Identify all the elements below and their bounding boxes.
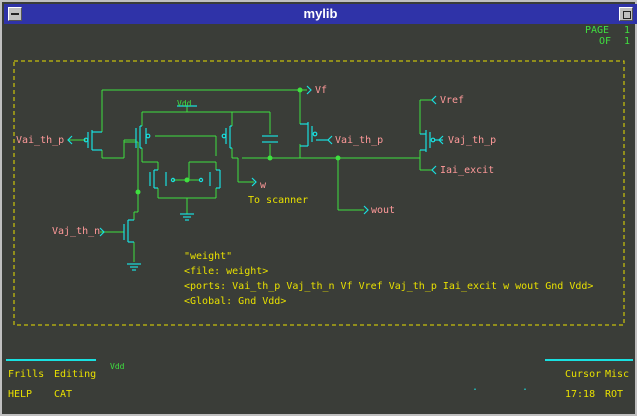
palette-vdd-label[interactable]: Vdd — [110, 362, 125, 371]
menu-frills[interactable]: Frills — [8, 369, 45, 380]
palette-dot-1[interactable]: . — [472, 382, 479, 393]
menu-cursor[interactable]: Cursor — [565, 369, 602, 380]
sheet-frame — [13, 60, 625, 326]
pin-vai-th-p-left[interactable]: Vai_th_p — [16, 135, 65, 146]
of-label: OF — [599, 36, 612, 47]
footer-divider-right — [545, 359, 633, 361]
window-title: mylib — [303, 6, 338, 21]
components — [67, 85, 444, 271]
title-bar[interactable]: mylib — [4, 4, 637, 24]
menu-misc[interactable]: Misc — [605, 369, 630, 380]
schematic-canvas[interactable] — [4, 24, 637, 360]
pin-vf[interactable]: Vf — [315, 85, 328, 96]
menu-editing[interactable]: Editing — [54, 369, 97, 380]
cell-name-note: "weight" — [184, 251, 233, 262]
page-number: 1 — [624, 25, 631, 36]
palette-dot-2[interactable]: . — [522, 382, 529, 393]
pin-vaj-th-n[interactable]: Vaj_th_n — [52, 226, 101, 237]
global-note: <Global: Gnd Vdd> — [184, 296, 287, 307]
pin-vref[interactable]: Vref — [440, 95, 465, 106]
file-note: <file: weight> — [184, 266, 269, 277]
maximize-icon[interactable] — [619, 7, 633, 21]
pin-vai-th-p-mid[interactable]: Vai_th_p — [335, 135, 384, 146]
pin-iai-excit[interactable]: Iai_excit — [440, 165, 495, 176]
footer-divider-left — [6, 359, 96, 361]
page-label: PAGE — [585, 25, 610, 36]
clock-time: 17:18 — [565, 389, 596, 400]
menu-help[interactable]: HELP — [8, 389, 33, 400]
pin-w[interactable]: w — [260, 180, 267, 191]
pin-wout[interactable]: wout — [371, 205, 396, 216]
vdd-symbol-label: Vdd — [177, 99, 192, 108]
to-scanner-note: To scanner — [248, 195, 309, 206]
menu-rot[interactable]: ROT — [605, 389, 624, 400]
wires — [68, 89, 432, 262]
window-menu-icon[interactable] — [8, 7, 22, 21]
of-number: 1 — [624, 36, 631, 47]
menu-cat[interactable]: CAT — [54, 389, 73, 400]
pin-vaj-th-p[interactable]: Vaj_th_p — [448, 135, 497, 146]
junction-dots — [135, 87, 341, 195]
ports-note: <ports: Vai_th_p Vaj_th_n Vf Vref Vaj_th… — [184, 281, 594, 292]
